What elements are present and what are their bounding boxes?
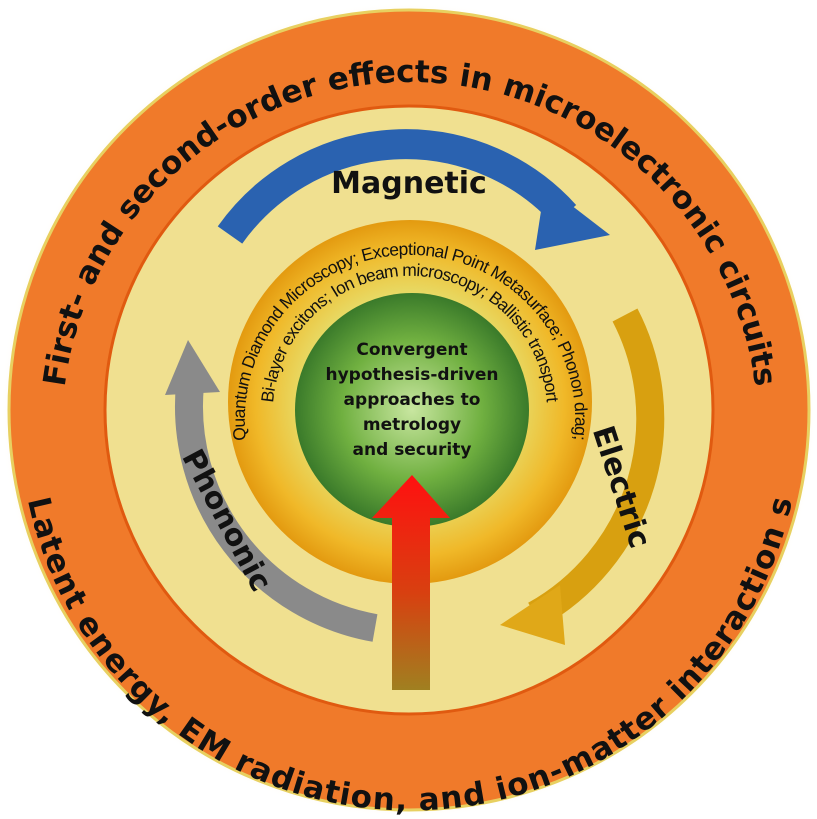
- outer-ring-outer-edge: [7, 8, 811, 812]
- magnetic-label: Magnetic: [331, 166, 487, 201]
- center-line: Convergent: [356, 340, 467, 360]
- magnetic-arrow: [217, 129, 610, 250]
- convergence-arrow: [372, 475, 450, 690]
- phononic-arrow: [165, 340, 378, 642]
- outer-ring: [9, 10, 809, 810]
- center-disc: [295, 293, 529, 527]
- center-line: and security: [353, 440, 472, 460]
- center-line: approaches to: [344, 390, 481, 410]
- electric-arrow: [500, 308, 665, 645]
- center-line: hypothesis-driven: [325, 365, 498, 385]
- center-text: Convergent hypothesis-driven approaches …: [325, 340, 498, 460]
- center-line: metrology: [363, 415, 461, 435]
- outer-ring-inner-edge: [103, 104, 715, 716]
